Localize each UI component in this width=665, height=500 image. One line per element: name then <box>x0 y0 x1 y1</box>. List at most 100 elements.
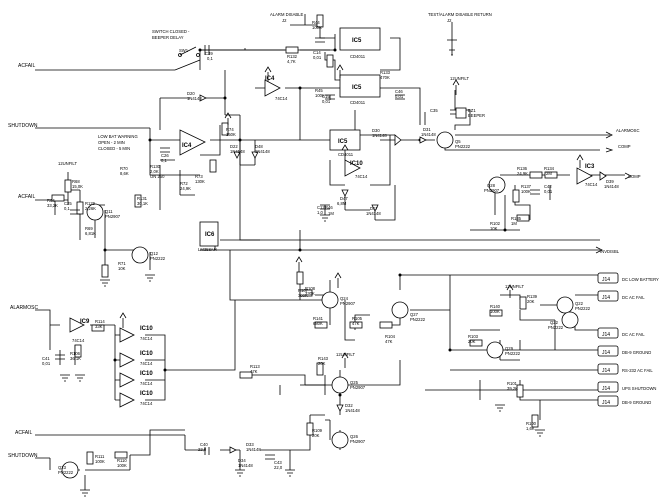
label-components-q22-part: PN2222 <box>575 306 591 311</box>
label-components-ic10-a-ref: IC10 <box>350 161 363 167</box>
label-components-r70-value: 8,6K <box>120 171 129 176</box>
label-components-d17-ref: D17 <box>370 206 378 211</box>
label-components-r134-ref: R134 <box>544 166 555 171</box>
label-components-ic3-ref: IC3 <box>585 164 595 170</box>
label-components-r101-value: 39,2K <box>507 386 518 391</box>
label-components-d30-value: 1N4148 <box>372 133 387 138</box>
label-components-r139-value: 20K <box>527 299 535 304</box>
integrated-circuits <box>69 27 593 408</box>
label-components-r107-value: 300K <box>298 293 308 298</box>
label-components-d47-ref: D47 <box>340 196 348 201</box>
label-components-r100-value: 1,6K <box>526 426 535 431</box>
label-components-r135-ref: R135 <box>511 216 522 221</box>
label-components-r46-value: 1M <box>328 211 334 216</box>
label-components-c42-ref: C42 <box>544 184 552 189</box>
q22b-transistor <box>561 311 579 329</box>
ic5-nand-top <box>339 27 381 51</box>
label-ac-fail-in-3: ACFAIL <box>15 430 32 436</box>
j14-1: J14 <box>602 277 610 283</box>
label-components-c35-ref: C35 <box>430 108 438 113</box>
label-components-r109-value: 20K <box>312 433 320 438</box>
label-components-q12-part: PN2222 <box>150 256 166 261</box>
label-components-c14-ref: C14 <box>313 50 321 55</box>
label-components-r129-ref: R129 <box>85 201 96 206</box>
label-components-r140-value: 100K <box>490 309 500 314</box>
q24-transistor <box>321 291 339 309</box>
label-components-r111-value: 100K <box>95 459 105 464</box>
label-components-q25-ref: Q25 <box>350 380 359 385</box>
label-components-r108-ref: R108 <box>305 286 316 291</box>
transistors <box>61 131 579 479</box>
q11-transistor <box>86 203 104 221</box>
label-components-r46-ref: R46 <box>325 205 333 210</box>
label-components-r105-value: 47K <box>352 321 360 326</box>
label-components-r113-ref: R113 <box>250 364 260 369</box>
label-components-r64-value: 33,2K <box>47 203 58 208</box>
j14-7-label: DB-9 GROUND <box>622 400 651 405</box>
q12-transistor <box>131 246 149 264</box>
label-comp-out-2: COMP <box>628 174 641 179</box>
label-components-r143-value: 20K <box>318 361 326 366</box>
j14-3-label: DC AC FAIL <box>622 332 645 337</box>
label-components-r101-ref: R101 <box>507 381 518 386</box>
label-components-c15-ref: C15 <box>322 94 330 99</box>
j14-2: J14 <box>602 295 610 301</box>
label-12v-b: 12UNFILT <box>450 76 469 81</box>
label-components-r104-ref: R104 <box>385 334 396 339</box>
label-components-ic10-a-part: 74C14 <box>355 174 368 179</box>
label-components-ic5-a-part: CD4011 <box>350 54 366 59</box>
j14-7: J14 <box>602 400 610 406</box>
label-components-q29-part: PN2222 <box>505 351 521 356</box>
label-components-r69-ref: R69 <box>85 226 93 231</box>
label-components-r137-value: 100K <box>521 189 531 194</box>
j14-6-label: UPS SHUTDOWN <box>622 386 656 391</box>
label-components-r130-ref: R130 <box>150 164 161 169</box>
label-components-d47-value: 6,8M <box>337 201 347 206</box>
beeper-bz1 <box>455 107 467 119</box>
q27-transistor <box>391 301 409 319</box>
label-components-c26-ref: C26 <box>161 153 169 158</box>
label-switch-note-1: SWITCH CLOSED - <box>152 29 190 34</box>
label-components-q28-ref: Q28 <box>487 183 496 188</box>
label-shutdown-in-2: SHUTDOWN <box>8 453 38 459</box>
label-components-ic6-part: LM358AH <box>198 247 217 252</box>
label-components-r106-value: 36,1K <box>70 356 81 361</box>
q28-transistor <box>488 176 506 194</box>
label-components-q23-ref: Q23 <box>58 465 67 470</box>
label-components-r141-ref: R141 <box>313 316 324 321</box>
label-components-c12-ref: C12 <box>317 205 325 210</box>
ic3-inverter <box>576 167 593 185</box>
label-components-d39-value: 1N4148 <box>604 184 619 189</box>
label-components-r110-ref: R110 <box>117 458 127 463</box>
label-components-ic6-ref: IC6 <box>205 232 215 238</box>
ic10-inv-2 <box>119 352 135 368</box>
io-arrows <box>595 131 632 254</box>
label-components-d17-value: 1N4148 <box>366 211 381 216</box>
label-components-r136-value: 24,9K <box>517 171 528 176</box>
label-components-c42-value: 0,01 <box>544 189 553 194</box>
label-components-ic5-b-part: CD4011 <box>350 100 366 105</box>
label-components-d39-ref: D39 <box>606 179 614 184</box>
label-components-r113-value: 47K <box>250 369 258 374</box>
label-components-d20-ref: D20 <box>187 91 195 96</box>
label-components-d22-value: 1N4148 <box>230 149 245 154</box>
label-components-d22-ref: D22 <box>230 144 238 149</box>
label-components-ic4-b-ref: IC4 <box>265 76 275 82</box>
label-components-c43-value: 22,0 <box>274 465 283 470</box>
j14-4-label: DB-9 GROUND <box>622 350 651 355</box>
label-components-r69-value: 6,81K <box>85 231 96 236</box>
label-components-r143-ref: R143 <box>318 356 329 361</box>
label-components-ic4-a-ref: IC4 <box>182 143 192 149</box>
label-components-d33-value: 1N4148 <box>246 447 261 452</box>
label-components-ic10-c-ref: IC10 <box>140 351 153 357</box>
resistors <box>51 14 558 465</box>
label-components-bz1-ref: BZ1 <box>468 108 476 113</box>
ic4-inverter <box>264 79 281 97</box>
label-components-q23-part: PN2222 <box>58 470 74 475</box>
label-components-r114-ref: R114 <box>95 319 105 324</box>
ic10-inverter-mid <box>344 159 361 177</box>
label-components-r68-value: 15,0K <box>72 184 83 189</box>
label-ac-fail-in: ACFAIL <box>18 63 35 69</box>
label-12v-a: 12UNFILT <box>58 161 77 166</box>
